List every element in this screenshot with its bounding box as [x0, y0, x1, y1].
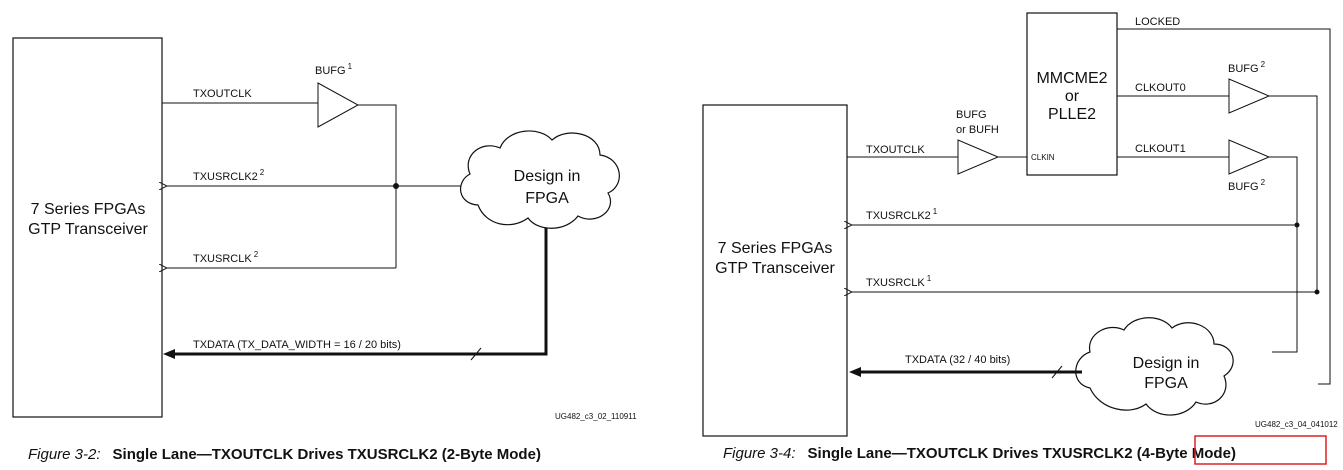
- block-label-line1: 7 Series FPGAs: [31, 201, 146, 218]
- bufg-bottom-buffer: [1228, 139, 1271, 175]
- doc-id: UG482_c3_02_110911: [555, 412, 637, 421]
- caption: Figure 3-4:Single Lane—TXOUTCLK Drives T…: [723, 445, 1236, 462]
- figure-3-4: 7 Series FPGAs GTP Transceiver TXOUTCLK …: [702, 12, 1338, 465]
- design-label-line1: Design in: [514, 168, 581, 185]
- bufg-buffer: [317, 82, 360, 128]
- mmcm-label-line1: MMCME2: [1036, 70, 1107, 87]
- mmcm-label-line2: or: [1065, 88, 1080, 105]
- txoutclk-label: TXOUTCLK: [866, 144, 925, 156]
- bufg-bufh-buffer: [957, 139, 1000, 175]
- bufg-bottom-out-wire: [1269, 156, 1298, 353]
- design-label-line2: FPGA: [525, 190, 569, 207]
- mmcm-label-line3: PLLE2: [1048, 106, 1096, 123]
- doc-id: UG482_c3_04_041012: [1255, 420, 1338, 429]
- txdata-arrowhead: [849, 367, 861, 377]
- txdata-label: TXDATA (32 / 40 bits): [905, 354, 1010, 366]
- gtp-transceiver-block: [12, 37, 163, 418]
- design-label-line2: FPGA: [1144, 375, 1188, 392]
- design-label-line1: Design in: [1133, 355, 1200, 372]
- design-cloud: [1075, 317, 1234, 416]
- txdata-arrowhead: [163, 349, 175, 359]
- txdata-label: TXDATA (TX_DATA_WIDTH = 16 / 20 bits): [193, 339, 401, 351]
- junction-dot-txusrclk2: [1294, 222, 1300, 228]
- design-cloud: [460, 130, 620, 229]
- clkout0-label: CLKOUT0: [1135, 82, 1186, 94]
- bufg-bufh-label-line2: or BUFH: [956, 124, 999, 136]
- highlight-box: [1194, 435, 1327, 465]
- block-label-line2: GTP Transceiver: [715, 260, 835, 277]
- junction-dot-txusrclk: [1314, 289, 1320, 295]
- clkout1-label: CLKOUT1: [1135, 143, 1186, 155]
- locked-label: LOCKED: [1135, 16, 1180, 28]
- bufg-top-buffer: [1228, 78, 1271, 114]
- clkin-label: CLKIN: [1031, 153, 1055, 162]
- txdata-bus: [172, 228, 548, 356]
- bus-width-slash: [1051, 365, 1063, 379]
- caption: Figure 3-2:Single Lane—TXOUTCLK Drives T…: [28, 446, 541, 463]
- block-label-line1: 7 Series FPGAs: [718, 240, 833, 257]
- locked-wire: [1117, 28, 1331, 385]
- bufg-out-wire: [358, 104, 397, 268]
- gtp-transceiver-block: [702, 104, 848, 437]
- bus-width-slash: [470, 347, 482, 361]
- figure-3-2: 7 Series FPGAs GTP Transceiver TXOUTCLK …: [12, 37, 637, 463]
- block-label-line2: GTP Transceiver: [28, 221, 148, 238]
- bufg-top-out-wire: [1269, 95, 1318, 292]
- mmcm-pll-block: [1026, 12, 1118, 176]
- txoutclk-label: TXOUTCLK: [193, 88, 252, 100]
- bufg-bufh-label-line1: BUFG: [956, 109, 987, 121]
